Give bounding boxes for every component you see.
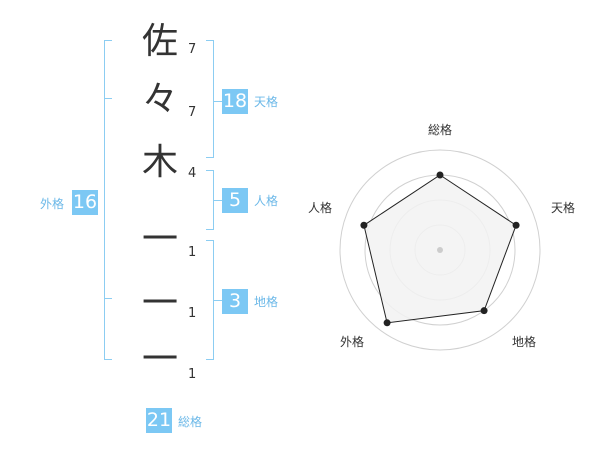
- radar-label-jinkaku: 人格: [307, 201, 332, 215]
- bracket-connector: [214, 300, 222, 301]
- chikaku-badge: 3: [222, 289, 248, 314]
- name-char-2: 々: [141, 79, 178, 120]
- bracket-connector: [214, 200, 222, 201]
- name-char-1: 佐: [141, 21, 178, 62]
- chikaku-bracket: [206, 240, 214, 360]
- chikaku-label: 地格: [254, 295, 279, 309]
- radar-point: [436, 171, 444, 179]
- stroke-count-5: 1: [188, 306, 197, 321]
- jinkaku-badge: 5: [222, 188, 248, 213]
- soukaku-label: 総格: [178, 415, 203, 429]
- jinkaku-label: 人格: [254, 194, 279, 208]
- name-char-3: 木: [141, 142, 178, 183]
- radar-point: [480, 307, 488, 315]
- tenkaku-label: 天格: [254, 95, 279, 109]
- radar-chart: [339, 149, 541, 351]
- stroke-count-1: 7: [188, 42, 197, 57]
- radar-label-chikaku: 地格: [511, 335, 536, 349]
- tenkaku-badge: 18: [222, 89, 248, 114]
- name-char-6: 一: [141, 339, 178, 380]
- bracket-connector: [214, 101, 222, 102]
- jinkaku-bracket: [206, 170, 214, 230]
- gaikaku-badge: 16: [72, 190, 98, 215]
- radar-point: [383, 319, 391, 327]
- name-char-4: 一: [141, 219, 178, 260]
- bracket-tick: [104, 98, 112, 99]
- gaikaku-bracket: [104, 40, 112, 360]
- bracket-tick: [104, 298, 112, 299]
- stroke-count-4: 1: [188, 245, 197, 260]
- gaikaku-label: 外格: [40, 197, 65, 211]
- radar-ring: [339, 149, 541, 351]
- stroke-count-6: 1: [188, 367, 197, 382]
- radar-label-soukaku: 総格: [427, 123, 452, 137]
- radar-point: [512, 221, 520, 229]
- radar-point: [360, 221, 368, 229]
- radar-points: [360, 171, 520, 327]
- soukaku-badge: 21: [146, 408, 172, 433]
- radar-center: [437, 247, 443, 253]
- stroke-count-3: 4: [188, 166, 197, 181]
- radar-label-gaikaku: 外格: [339, 335, 364, 349]
- name-char-5: 一: [141, 283, 178, 324]
- radar-label-tenkaku: 天格: [550, 201, 575, 215]
- tenkaku-bracket: [206, 40, 214, 158]
- stroke-count-2: 7: [188, 105, 197, 120]
